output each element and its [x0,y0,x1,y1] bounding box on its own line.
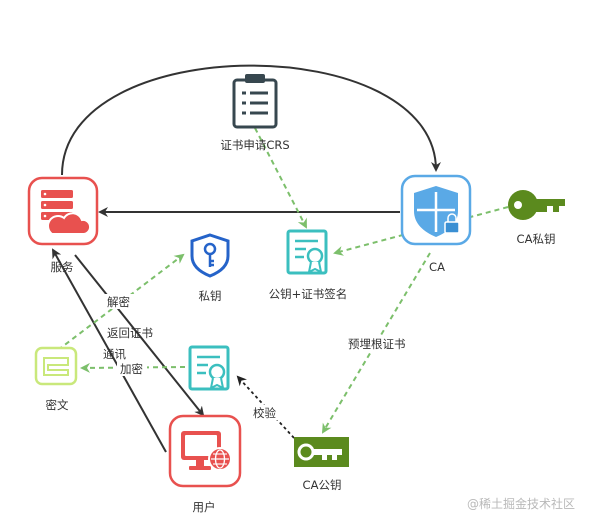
edge-cert-to-cipher [80,362,186,373]
edge-ca-to-pubkey [321,252,431,434]
ca-private-key-label: CA私钥 [517,232,556,246]
user-label: 用户 [193,500,216,514]
edge-verify [236,375,295,439]
user-cert-node [188,345,230,391]
monitor-globe-icon [181,431,232,471]
decrypt-label: 解密 [107,295,130,309]
signed-cert-label: 公钥+证书签名 [269,287,348,301]
private-key-node [190,233,230,278]
private-key-label: 私钥 [199,289,222,303]
certificate-icon [286,229,328,275]
encrypt-label: 加密 [120,362,143,376]
csr-label: 证书申请CRS [220,138,289,152]
preset-root-cert-label-bg [346,336,414,351]
ciphertext-label: 密文 [46,398,69,412]
key-icon [190,233,230,278]
document-icon [232,74,278,129]
key-icon [508,190,565,220]
preset-root-cert-label: 预埋根证书 [348,337,406,351]
verify-label-bg [251,405,281,420]
ca-private-key-node [508,190,565,220]
message-icon [34,346,78,386]
key-icon [297,443,342,461]
user-node [168,414,242,488]
edge-cipher-to-privkey [57,253,185,351]
edge-csr-to-cert [254,127,307,229]
watermark: @稀土掘金技术社区 [467,496,575,511]
edge-server-to-user [74,254,205,417]
ca-label: CA [429,260,445,274]
edge-user-to-server [52,248,167,453]
return-cert-label: 返回证书 [107,326,153,340]
signed-cert-node [286,229,328,275]
ca-public-key-node [294,437,349,467]
certificate-icon [188,345,230,391]
verify-label: 校验 [253,406,276,420]
server-label: 服务 [51,260,74,274]
encrypt-label-bg [117,361,147,376]
edge-cakey-to-cert [333,206,509,256]
edge-server-to-ca [61,64,441,176]
server-cloud-icon [41,190,92,235]
csr-node [232,74,278,129]
ciphertext-node [34,346,78,386]
decrypt-label-bg [104,294,134,309]
server-node [27,176,99,246]
communicate-label: 通讯 [103,347,126,361]
shield-lock-icon [414,186,460,237]
ca-node [400,174,472,246]
ca-public-key-label: CA公钥 [303,478,342,492]
